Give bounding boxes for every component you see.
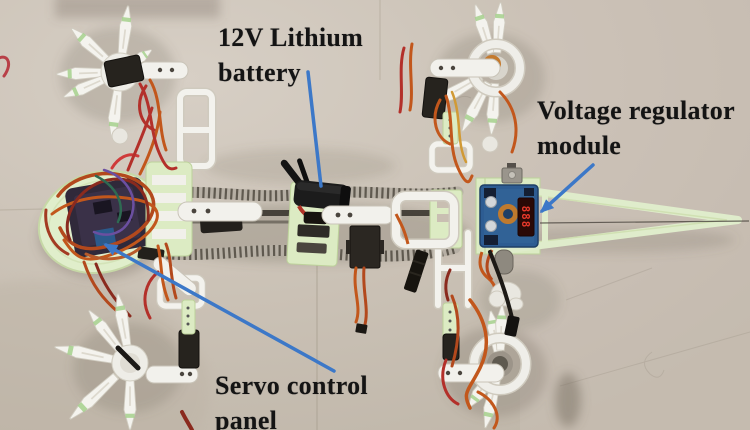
capacitor [485, 196, 497, 208]
leg-wheel-top-left [55, 4, 189, 171]
leg-wires [441, 268, 499, 430]
leg-wires [138, 78, 178, 171]
label-battery: 12V Lithium battery [218, 20, 363, 90]
leg-wheel-bottom-left [52, 242, 200, 430]
leg-wheel-bottom-right [394, 213, 532, 430]
grout-line-horizontal [0, 208, 45, 211]
label-regulator-line2: module [537, 131, 622, 160]
lithium-battery [280, 158, 351, 225]
tail-assembly: 888 [478, 163, 750, 311]
label-servo-line2: panel [215, 406, 278, 430]
robot-foot [488, 290, 506, 308]
ladder-frame-top-left [175, 87, 217, 171]
robot-foot [481, 135, 499, 153]
robot-foot [111, 127, 129, 145]
spine-servo-arms [177, 190, 460, 269]
wire-connector [404, 249, 429, 293]
head-green-frame [145, 161, 193, 257]
annotation-arrows [103, 70, 595, 373]
leg-servo [178, 329, 200, 369]
leg-arm [429, 58, 501, 78]
center-servo [346, 225, 384, 269]
seven-segment-display [517, 197, 535, 237]
label-battery-line1: 12V Lithium [218, 23, 364, 52]
leg-servo [103, 54, 145, 88]
tail-wire [539, 220, 750, 224]
arrow-to-regulator [539, 163, 595, 214]
label-voltage-regulator: Voltage regulator module [537, 93, 735, 163]
regulator-clamp [501, 163, 523, 184]
dangling-wires [353, 250, 520, 337]
display-value: 888 [519, 206, 532, 229]
hub-pointer [115, 345, 141, 371]
label-battery-line2: battery [218, 58, 301, 87]
arrow-to-battery [306, 70, 323, 188]
leg-wheel-top-right [398, 1, 526, 184]
label-regulator-line1: Voltage regulator [537, 96, 735, 125]
voltage-regulator-board: 888 [479, 184, 539, 248]
leg-arm [137, 61, 189, 80]
leg-wires [398, 42, 518, 184]
leg-wires [143, 242, 194, 430]
label-servo-line1: Servo control [215, 371, 368, 400]
label-servo-control-panel: Servo control panel [215, 368, 368, 430]
head-wire-harness [0, 55, 162, 318]
capacitor [485, 220, 497, 232]
arrow-to-servo-panel [103, 243, 336, 373]
leg-arm [145, 365, 199, 384]
toroid-coil [498, 204, 518, 224]
servo-bracket-plate [181, 299, 196, 335]
